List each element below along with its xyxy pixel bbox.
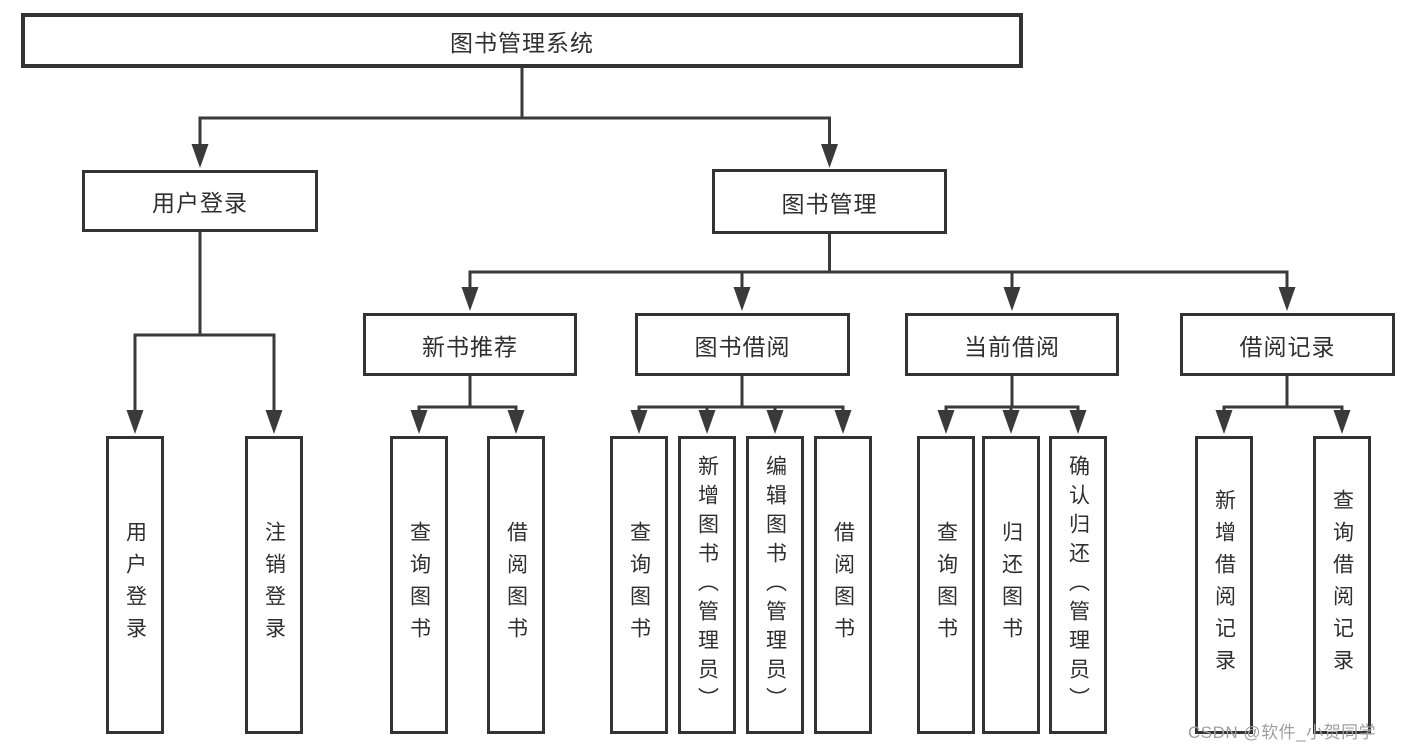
leaf-user-login: 用户登录 xyxy=(106,436,164,734)
leaf-query-books-borrow: 查询图书 xyxy=(610,436,668,734)
leaf-query-books-current-label: 查询图书 xyxy=(934,521,958,649)
node-library-system-label: 图书管理系统 xyxy=(450,29,594,56)
leaf-edit-books-admin: 编辑图书（管理员） xyxy=(746,436,804,734)
leaf-add-borrow-record-label: 新增借阅记录 xyxy=(1212,489,1236,681)
leaf-logout: 注销登录 xyxy=(245,436,303,734)
node-new-book-recommendation-label: 新书推荐 xyxy=(422,333,518,360)
node-book-management-label: 图书管理 xyxy=(781,190,878,217)
csdn-watermark: CSDN @软件_小贺同学 xyxy=(1188,723,1377,742)
node-borrowing-records: 借阅记录 xyxy=(1180,313,1395,376)
leaf-query-borrow-record: 查询借阅记录 xyxy=(1313,436,1371,734)
node-borrowing-records-label: 借阅记录 xyxy=(1239,333,1336,360)
leaf-return-books: 归还图书 xyxy=(982,436,1040,734)
leaf-add-borrow-record: 新增借阅记录 xyxy=(1195,436,1253,734)
leaf-user-login-label: 用户登录 xyxy=(123,521,147,649)
connector-records-to-leaves xyxy=(1215,376,1351,434)
connector-root-to-level2 xyxy=(191,68,838,168)
node-book-borrowing-label: 图书借阅 xyxy=(694,333,791,360)
connector-mgmt-to-level3 xyxy=(461,234,1296,311)
node-library-system: 图书管理系统 xyxy=(21,13,1023,68)
leaf-query-books-recommend-label: 查询图书 xyxy=(407,521,431,649)
connector-current-to-leaves xyxy=(937,376,1087,434)
leaf-query-books-current: 查询图书 xyxy=(917,436,975,734)
connector-login-to-leaves xyxy=(126,232,283,434)
leaf-query-books-recommend: 查询图书 xyxy=(390,436,448,734)
leaf-confirm-return-admin: 确认归还（管理员） xyxy=(1049,436,1107,734)
leaf-return-books-label: 归还图书 xyxy=(999,521,1023,649)
leaf-confirm-return-admin-label: 确认归还（管理员） xyxy=(1066,454,1090,716)
leaf-edit-books-admin-label: 编辑图书（管理员） xyxy=(763,454,787,716)
node-new-book-recommendation: 新书推荐 xyxy=(363,313,577,376)
leaf-logout-label: 注销登录 xyxy=(262,521,286,649)
leaf-add-books-admin-label: 新增图书（管理员） xyxy=(695,454,719,716)
leaf-query-books-borrow-label: 查询图书 xyxy=(627,521,651,649)
node-book-borrowing: 图书借阅 xyxy=(635,313,850,376)
connector-recommend-to-leaves xyxy=(410,376,525,434)
leaf-borrow-books-label: 借阅图书 xyxy=(831,521,855,649)
node-user-login-label: 用户登录 xyxy=(152,190,248,216)
leaf-borrow-books-recommend-label: 借阅图书 xyxy=(504,521,528,649)
node-book-management: 图书管理 xyxy=(712,169,947,234)
leaf-borrow-books-recommend: 借阅图书 xyxy=(487,436,545,734)
node-user-login: 用户登录 xyxy=(82,170,318,232)
connector-borrow-to-leaves xyxy=(630,376,852,434)
leaf-borrow-books: 借阅图书 xyxy=(814,436,872,734)
leaf-add-books-admin: 新增图书（管理员） xyxy=(678,436,736,734)
leaf-query-borrow-record-label: 查询借阅记录 xyxy=(1330,489,1354,681)
node-current-borrowing: 当前借阅 xyxy=(905,313,1119,376)
node-current-borrowing-label: 当前借阅 xyxy=(964,333,1060,360)
